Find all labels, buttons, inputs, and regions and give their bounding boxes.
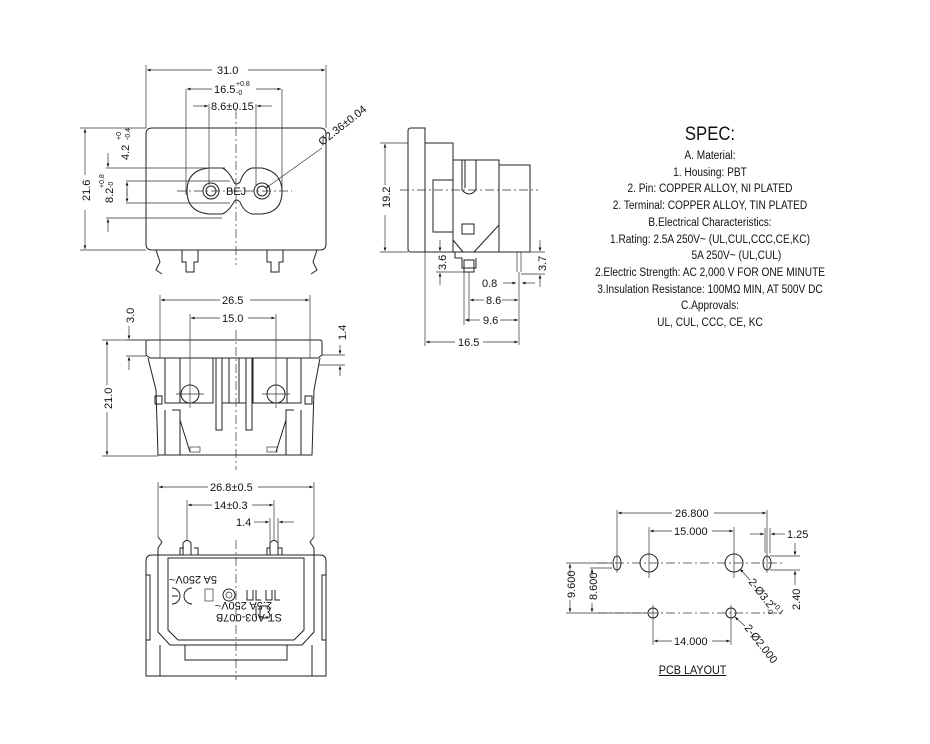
ul-mark-icon — [246, 590, 280, 601]
dim-front-pin-dia: Ø2.36±0.04 — [316, 104, 369, 149]
label-rating-2: 5A 250V~ — [169, 573, 217, 585]
ce-mark-icon — [171, 587, 193, 605]
dim-front-outer-pitch: 16.5 — [214, 84, 235, 96]
spec-line: 2.Electric Strength: AC 2,000 V FOR ONE … — [594, 266, 826, 279]
dim-tol-minus: -0 — [764, 607, 773, 616]
dim-tol-plus: +0.8 — [99, 174, 106, 188]
spec-line: 1.Rating: 2.5A 250V~ (UL,CUL,CCC,CE,KC) — [610, 233, 810, 246]
dim-tol-plus: +0 — [116, 132, 123, 140]
side-view: 19.2 3.6 3.7 0.8 8.6 9.6 16.5 — [380, 127, 549, 349]
front-view: BEJ 31.0 16.5 +0.8 -0 8.6±0.15 Ø2.36±0.0… — [80, 65, 369, 275]
label-rating-1: 2.5A 250V~ — [215, 599, 272, 611]
dim-tol-minus: -0 — [236, 90, 242, 97]
dim-bottom-width: 26.8±0.5 — [210, 482, 253, 494]
spec-line: 3.Insulation Resistance: 100MΩ MIN, AT 5… — [597, 283, 823, 296]
spec-block: SPEC: A. Material: 1. Housing: PBT 2. Pi… — [578, 122, 842, 332]
dim-top-pitch: 15.0 — [222, 313, 243, 325]
dim-pcb-hole-small: 2-Ø2.000 — [742, 622, 780, 666]
dim-side-term-w: 0.8 — [482, 278, 497, 290]
dim-front-pin-pitch: 8.6±0.15 — [211, 101, 254, 113]
dim-side-term-len: 3.7 — [537, 256, 549, 271]
spec-line: 5A 250V~ (UL,CUL) — [691, 250, 782, 263]
spec-title: SPEC: — [684, 124, 736, 145]
dim-front-height: 21.6 — [81, 180, 93, 201]
spec-line: UL, CUL, CCC, CE, KC — [657, 317, 763, 330]
spec-line: 2. Terminal: COPPER ALLOY, TIN PLATED — [612, 200, 808, 213]
brand-logo-icon — [255, 605, 271, 619]
pcb-layout-title: PCB LAYOUT — [658, 663, 727, 677]
dim-front-upper: 4.2 — [120, 145, 132, 160]
dim-pcb-row-b: 8.600 — [588, 572, 600, 600]
dim-pcb-pitch-top: 15.000 — [674, 526, 708, 538]
spec-line: A. Material: — [684, 150, 736, 162]
dim-tol-plus: +0.8 — [236, 81, 250, 88]
pcb-layout: 26.800 15.000 14.000 1.25 2.40 9.600 8.6… — [566, 508, 808, 666]
dim-front-lower: 8.2 — [104, 188, 116, 203]
ccc-mark-icon — [222, 588, 236, 602]
dim-pcb-row-a: 9.600 — [566, 570, 578, 598]
dim-bottom-pin-w: 1.4 — [236, 517, 251, 529]
dim-side-pin-len: 3.6 — [437, 255, 449, 270]
label-model: ST-A03-007B — [216, 611, 282, 623]
dim-pcb-slot-w: 1.25 — [787, 529, 808, 541]
product-label: ST-A03-007B 2.5A 250V~ 5A 250V~ — [169, 573, 282, 623]
spec-line: 1. Housing: PBT — [673, 166, 747, 179]
spec-line: C.Approvals: — [681, 300, 739, 313]
dim-top-step: 1.4 — [337, 325, 349, 340]
top-view: 26.5 15.0 3.0 1.4 21.0 — [102, 295, 349, 470]
bottom-view: ST-A03-007B 2.5A 250V~ 5A 250V~ 26.8±0.5 — [145, 482, 327, 680]
dim-top-width: 26.5 — [222, 295, 243, 307]
dim-side-height: 19.2 — [381, 187, 393, 208]
kc-mark-icon — [204, 588, 214, 602]
spec-line: B.Electrical Characteristics: — [648, 216, 772, 229]
dim-side-depth: 16.5 — [458, 337, 479, 349]
dim-pcb-outer: 26.800 — [675, 508, 709, 520]
dim-tol-minus: -0 — [108, 182, 115, 188]
dim-side-d2: 9.6 — [483, 315, 498, 327]
dim-pcb-slot-h: 2.40 — [791, 589, 803, 610]
dim-side-d1: 8.6 — [486, 295, 501, 307]
dim-top-height: 21.0 — [103, 388, 115, 409]
dim-top-flange: 3.0 — [125, 308, 137, 323]
dim-tol-plus: +0.1 — [770, 601, 784, 616]
spec-line: 2. Pin: COPPER ALLOY, NI PLATED — [627, 183, 793, 196]
dim-front-width: 31.0 — [217, 65, 238, 77]
dim-bottom-pitch: 14±0.3 — [214, 500, 248, 512]
dim-pcb-pitch-bottom: 14.000 — [674, 636, 708, 648]
dim-tol-minus: -0.4 — [125, 128, 132, 140]
